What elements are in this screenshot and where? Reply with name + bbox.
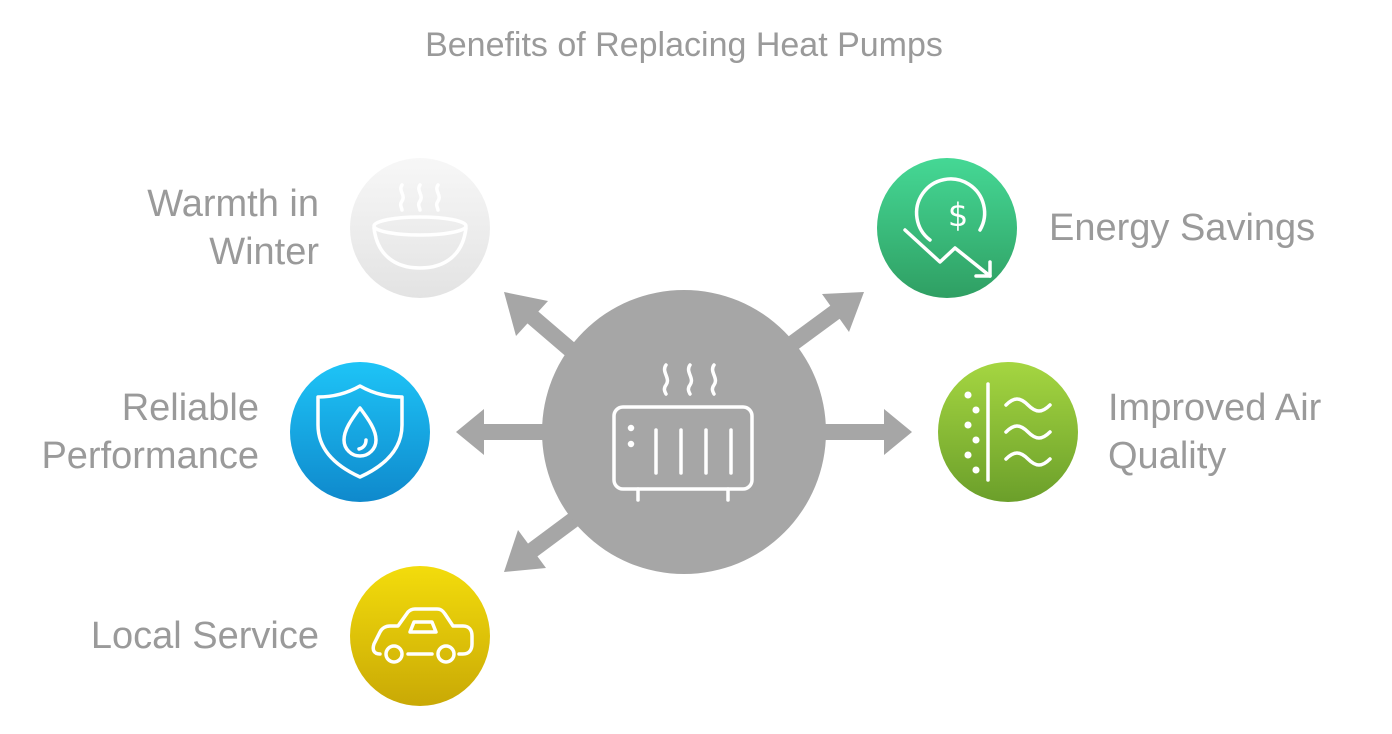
reliable-label-line-2: Performance [41,435,259,477]
reliable-node [290,362,430,502]
warmth-label: Warmth in Winter [147,180,319,276]
dollar-down-arrow-icon: $ [903,177,992,278]
center-node [542,290,826,574]
air-node [938,362,1078,502]
reliable-label: Reliable Performance [41,384,259,480]
diagram-title: Benefits of Replacing Heat Pumps [425,26,943,64]
warmth-label-line-2: Winter [209,231,319,273]
service-label: Local Service [91,612,319,660]
air-filter-waves-icon [964,382,1052,482]
air-label-line-1: Improved Air [1108,387,1322,429]
air-label: Improved Air Quality [1108,384,1321,480]
soup-bowl-steam-icon [372,183,468,270]
energy-node: $ [877,158,1017,298]
radiator-heat-icon [612,363,754,502]
car-icon [371,607,474,664]
warmth-label-line-1: Warmth in [147,183,319,225]
service-node [350,566,490,706]
energy-label: Energy Savings [1049,204,1315,252]
service-label-line-1: Local Service [90,615,319,657]
warmth-node [350,158,490,298]
reliable-label-line-1: Reliable [121,387,259,429]
energy-label-line-1: Energy Savings [1049,207,1316,249]
shield-water-drop-icon [316,384,404,479]
air-label-line-2: Quality [1108,435,1227,477]
svg-text:$: $ [948,196,968,234]
